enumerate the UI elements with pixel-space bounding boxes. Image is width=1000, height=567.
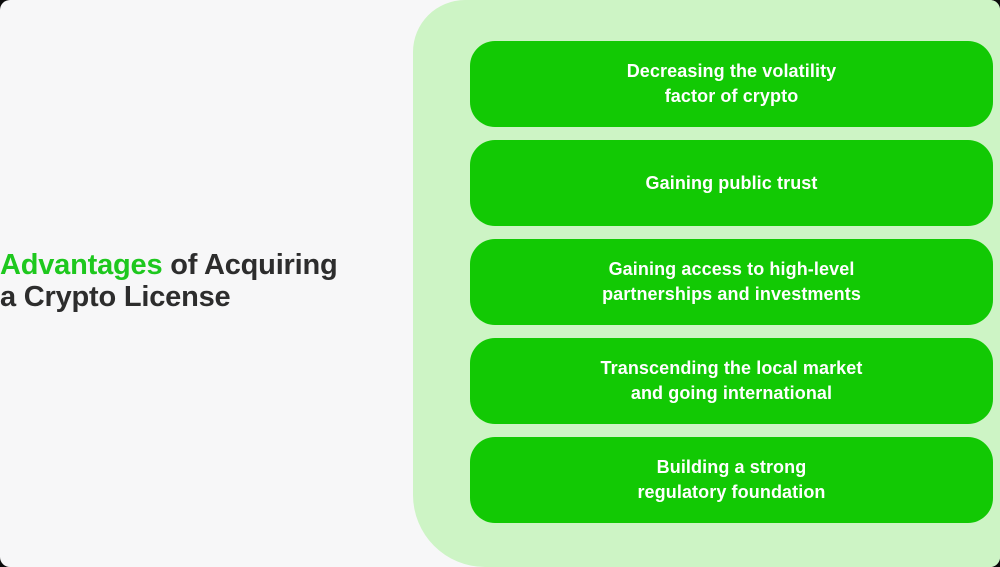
advantage-card: Decreasing the volatility factor of cryp… [470,41,993,127]
advantage-card-line: Decreasing the volatility [626,61,837,81]
page-title-rest: of Acquiring [162,249,338,281]
advantages-panel: Decreasing the volatility factor of cryp… [413,0,1000,567]
advantages-card-list: Decreasing the volatility factor of cryp… [470,41,993,523]
advantage-card: Building a strong regulatory foundation [470,437,993,523]
advantage-card-line: Gaining access to high-level [608,259,855,279]
advantage-card: Gaining access to high-level partnership… [470,239,993,325]
page-title-line2: a Crypto License [0,280,231,313]
page-title: Advantages of Acquiring a Crypto License [0,249,410,313]
page-title-accent: Advantages [0,249,163,281]
advantage-card-line: regulatory foundation [637,482,826,502]
advantage-card-line: partnerships and investments [602,284,861,304]
page-title-line1: Advantages of Acquiring [0,249,338,281]
advantage-card: Transcending the local market and going … [470,338,993,424]
advantage-card-line: Gaining public trust [645,172,818,193]
advantage-card-line: and going international [630,383,833,403]
advantage-card: Gaining public trust [470,140,993,226]
advantage-card-line: factor of crypto [664,86,799,106]
advantage-card-line: Transcending the local market [600,358,863,378]
advantage-card-line: Building a strong [656,457,807,477]
